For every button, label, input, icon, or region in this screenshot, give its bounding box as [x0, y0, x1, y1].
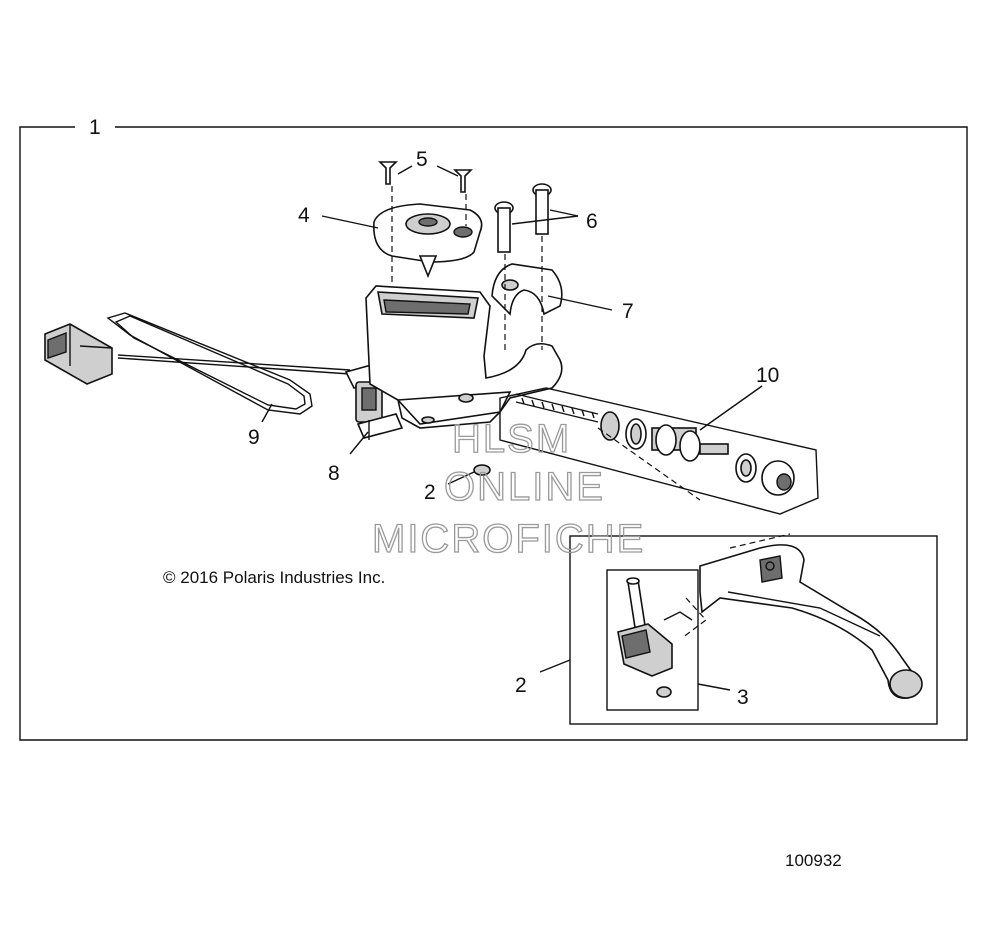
callout-10: 10: [756, 364, 779, 387]
leader-lines: [261, 165, 763, 691]
handlebar-clamp: [491, 263, 563, 316]
piston-kit: [499, 387, 819, 515]
wire-connector: [44, 323, 113, 385]
callout-5: 5: [416, 148, 428, 171]
callout-6: 6: [586, 210, 598, 233]
lever-detail-frame: [606, 569, 699, 711]
callout-2-lever: 2: [515, 674, 527, 697]
callout-1: 1: [89, 116, 101, 139]
callout-9: 9: [248, 426, 260, 449]
assembly-frame: [19, 126, 968, 741]
wire-harness: [106, 312, 351, 415]
cap-screws: [378, 161, 473, 193]
reservoir-cap: [373, 203, 483, 279]
brake-lever: [699, 544, 923, 699]
watermark-line-1: HLSM: [452, 417, 571, 461]
o-ring: [473, 464, 491, 476]
callout-8: 8: [328, 462, 340, 485]
callout-4: 4: [298, 204, 310, 227]
callout-2-main: 2: [424, 481, 436, 504]
clamp-bolts: [494, 183, 552, 253]
lever-inset-frame: [569, 535, 938, 725]
watermark-line-3: MICROFICHE: [372, 517, 645, 561]
callout-7: 7: [622, 300, 634, 323]
master-cylinder-body: [365, 285, 563, 429]
lever-pivot-parts: [617, 577, 707, 698]
copyright-text: © 2016 Polaris Industries Inc.: [163, 568, 385, 587]
watermark-line-2: ONLINE: [444, 465, 605, 509]
figure-number: 100932: [785, 851, 842, 870]
callout-3: 3: [737, 686, 749, 709]
assembly-lines: [391, 186, 791, 549]
